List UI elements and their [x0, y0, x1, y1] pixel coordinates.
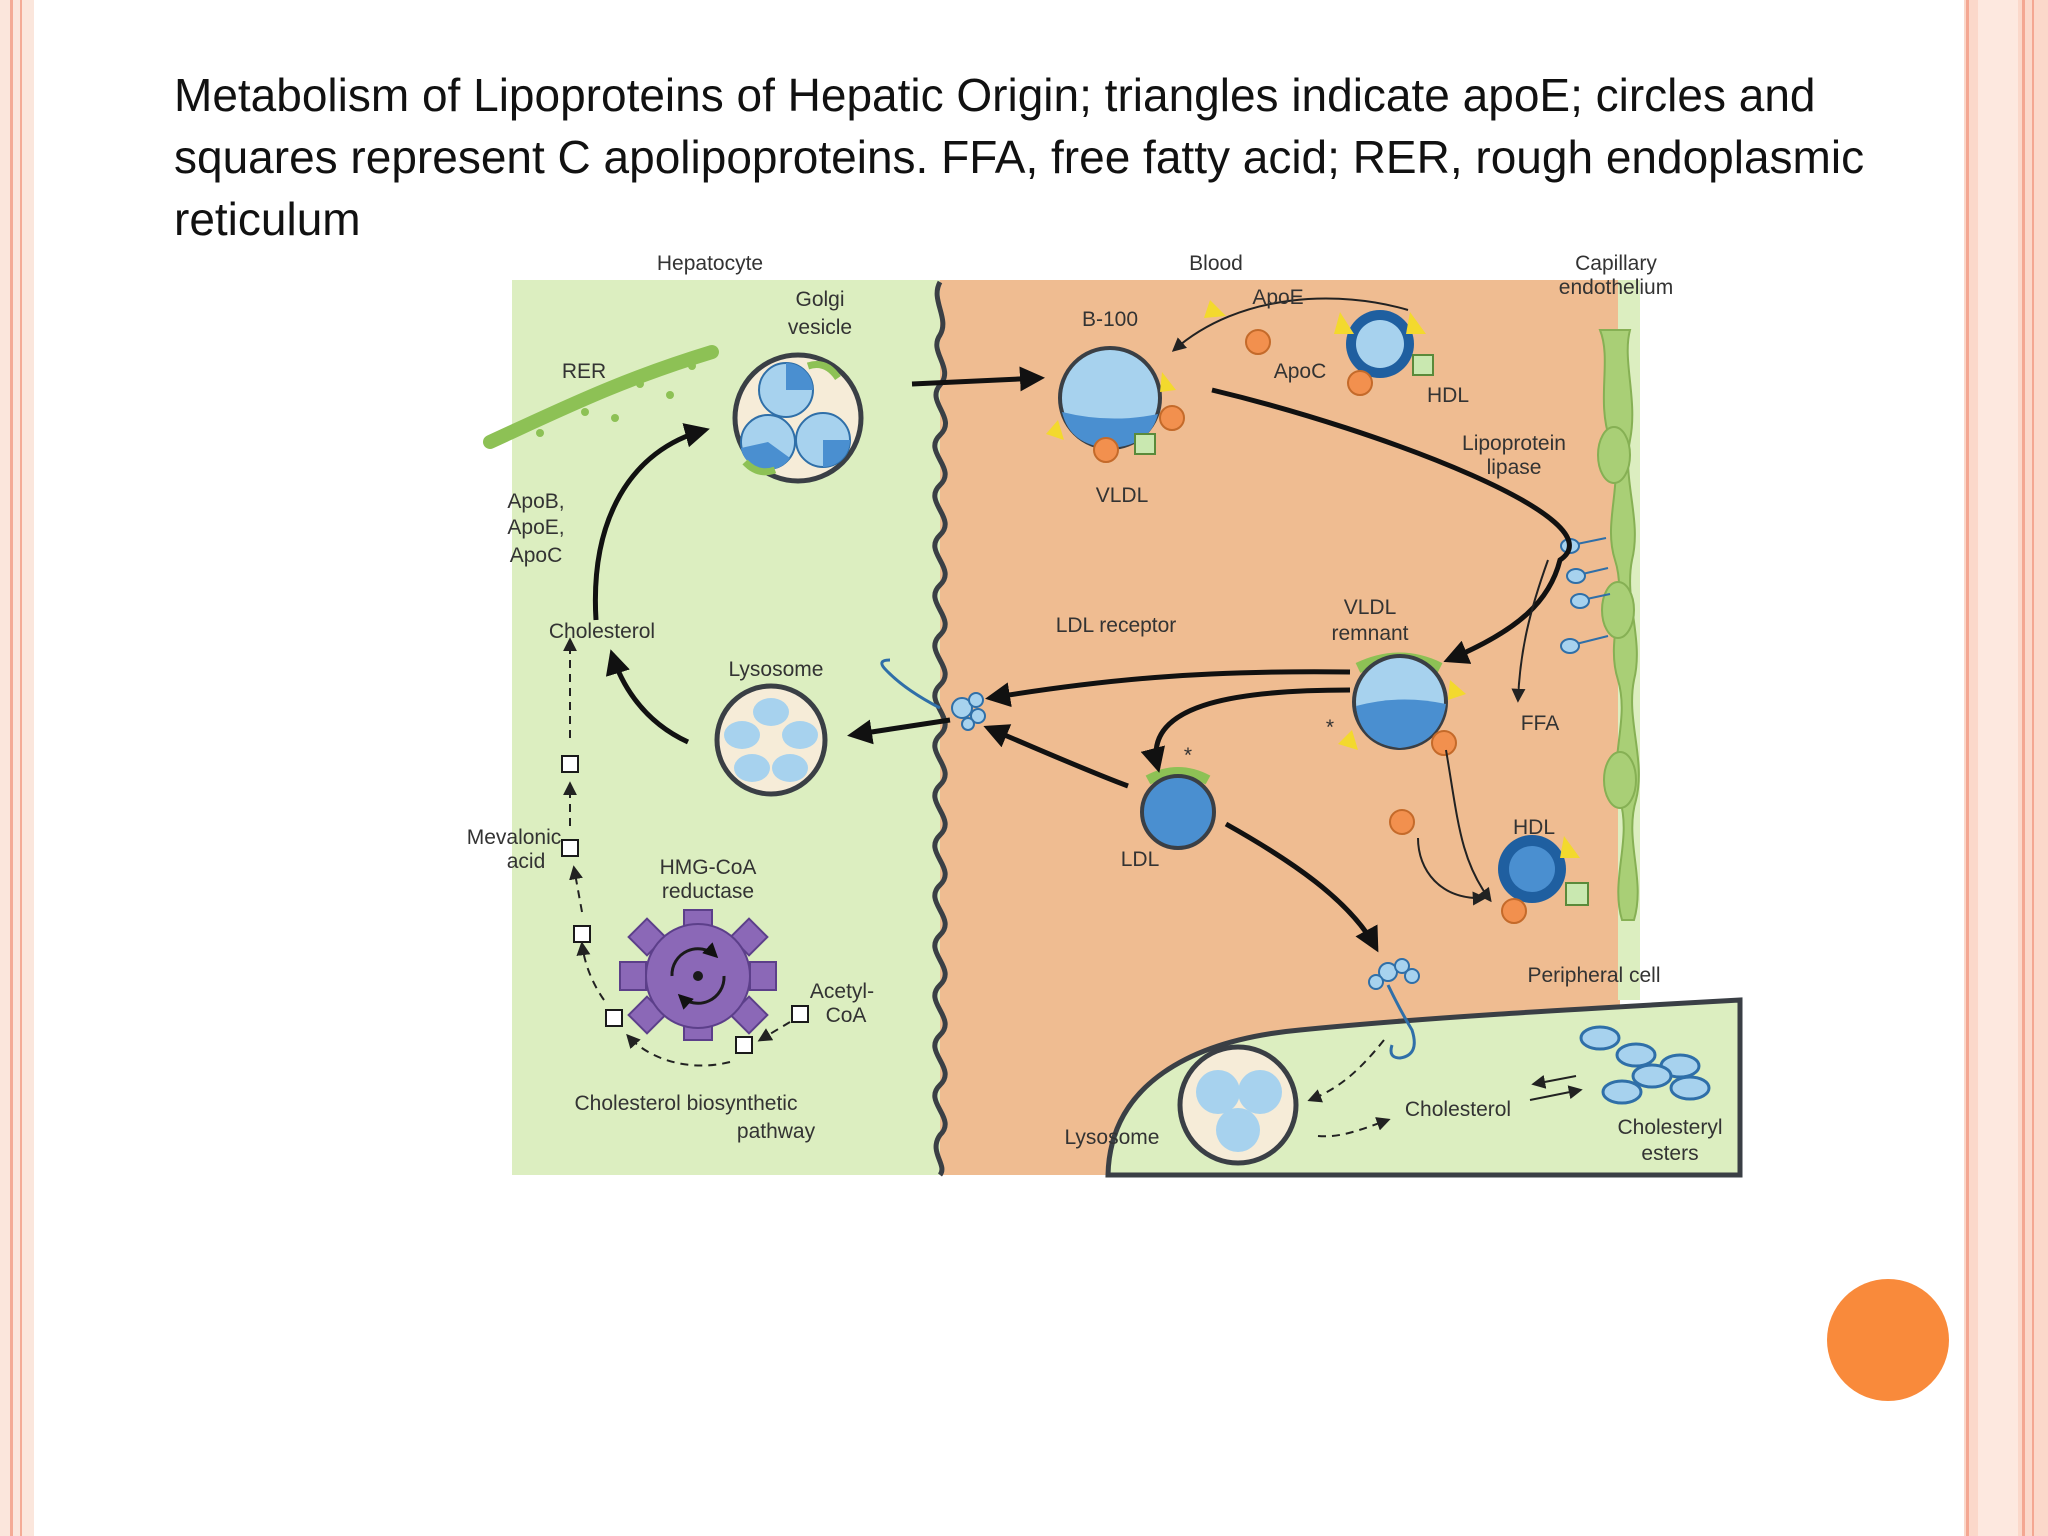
label-cholesterol-left: Cholesterol — [549, 620, 655, 643]
label-rer: RER — [562, 360, 606, 383]
label-apo-list-3: ApoC — [510, 544, 563, 567]
lysosome-left — [714, 683, 828, 797]
label-b100: B-100 — [1082, 308, 1138, 331]
label-vldl: VLDL — [1096, 484, 1149, 507]
label-apoe: ApoE — [1252, 286, 1303, 309]
label-hdl-top: HDL — [1427, 384, 1469, 407]
label-vldl-remnant-2: remnant — [1331, 622, 1408, 645]
ldl-receptor-peripheral — [1368, 958, 1420, 1060]
hdl-particle-lower — [1389, 809, 1589, 924]
label-ldl: LDL — [1121, 848, 1160, 871]
label-vldl-remnant-1: VLDL — [1344, 596, 1397, 619]
label-apoc: ApoC — [1274, 360, 1327, 383]
label-golgi-2: vesicle — [788, 316, 852, 339]
label-hepatocyte: Hepatocyte — [657, 252, 763, 275]
label-capillary-1: Capillary — [1575, 252, 1657, 275]
label-lysosome-right: Lysosome — [1065, 1126, 1160, 1149]
label-lpl-1: Lipoprotein — [1462, 432, 1566, 455]
label-apo-list-1: ApoB, — [507, 490, 564, 513]
label-mevalonic-1: Mevalonic — [467, 826, 562, 849]
label-pathway-1: Cholesterol biosynthetic — [575, 1092, 798, 1115]
golgi-vesicle — [732, 352, 864, 484]
label-esters-2: esters — [1641, 1142, 1698, 1165]
vldl-remnant-particle — [1338, 652, 1466, 756]
vldl-particle — [1046, 346, 1185, 463]
label-ffa: FFA — [1521, 712, 1560, 735]
slide-border-left — [0, 0, 34, 1536]
label-golgi-1: Golgi — [795, 288, 844, 311]
ldl-particle — [1140, 767, 1216, 850]
label-hdl-lower: HDL — [1513, 816, 1555, 839]
decorative-orange-dot — [1827, 1279, 1949, 1401]
ldl-receptor-hepatocyte — [880, 658, 986, 731]
rer-icon — [483, 345, 719, 449]
cholesteryl-ester-droplets — [1579, 1025, 1711, 1105]
label-pathway-2: pathway — [737, 1120, 816, 1143]
label-esters-1: Cholesteryl — [1617, 1116, 1722, 1139]
label-mevalonic-2: acid — [507, 850, 546, 873]
label-lysosome-left: Lysosome — [729, 658, 824, 681]
label-hmg-2: reductase — [662, 880, 754, 903]
label-ldl-receptor: LDL receptor — [1056, 614, 1177, 637]
label-star-2: * — [1184, 744, 1192, 767]
lipoprotein-lipase-icons — [1560, 537, 1611, 654]
label-star-1: * — [1326, 716, 1334, 739]
label-acetyl-1: Acetyl- — [810, 980, 874, 1003]
label-capillary-2: endothelium — [1559, 276, 1673, 299]
slide-title: Metabolism of Lipoproteins of Hepatic Or… — [174, 69, 1865, 245]
hmg-coa-reductase-icon — [619, 909, 777, 1041]
lysosome-right — [1177, 1044, 1299, 1166]
pathway-arrows — [563, 297, 1583, 1138]
label-hmg-1: HMG-CoA — [660, 856, 757, 879]
label-apo-list-2: ApoE, — [507, 516, 564, 539]
hepatocyte-membrane — [932, 280, 948, 1177]
label-peripheral-cell: Peripheral cell — [1527, 964, 1660, 987]
slide-border-right — [1964, 0, 2048, 1536]
label-blood: Blood — [1189, 252, 1243, 275]
label-acetyl-2: CoA — [826, 1004, 867, 1027]
label-lpl-2: lipase — [1487, 456, 1542, 479]
label-cholesterol-right: Cholesterol — [1405, 1098, 1511, 1121]
hdl-particle-top — [1204, 300, 1434, 396]
